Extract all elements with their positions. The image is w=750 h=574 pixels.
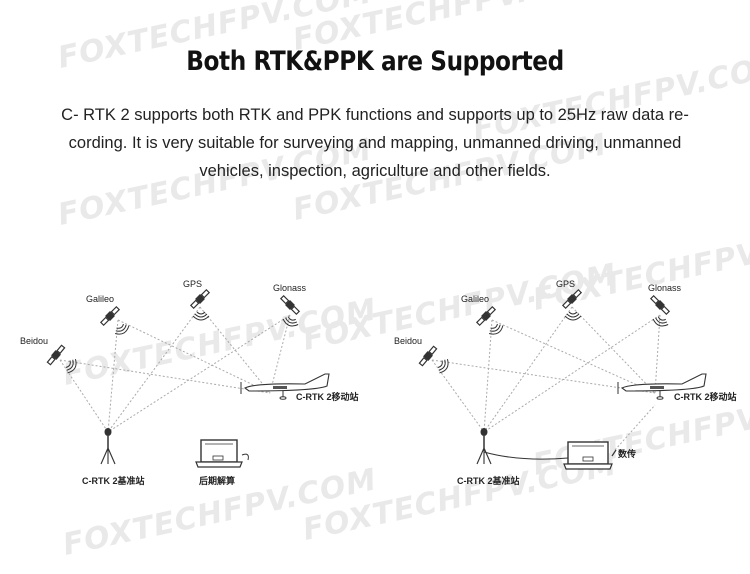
signal-icon — [651, 314, 671, 329]
satellite-icon — [45, 343, 67, 367]
dashed-signal-lines — [59, 306, 291, 433]
data-cable — [483, 451, 569, 460]
signal-icon — [281, 314, 301, 329]
base-label: C-RTK 2基准站 — [457, 475, 520, 486]
rtk-diagram: Beidou Galileo GPS Glonass C-RTK 2移动站 C-… — [394, 279, 737, 486]
laptop-icon — [195, 439, 249, 468]
base-label: C-RTK 2基准站 — [82, 475, 145, 486]
beidou-label: Beidou — [20, 336, 48, 346]
gps-label: GPS — [556, 279, 575, 289]
glonass-label: Glonass — [273, 283, 307, 293]
headline: Both RTK&PPK are Supported — [186, 46, 564, 77]
signal-icon — [112, 321, 132, 338]
signal-icon — [192, 311, 210, 321]
satellite-icon — [189, 288, 211, 310]
satellite-icon — [649, 294, 671, 316]
galileo-label: Galileo — [461, 294, 489, 304]
satellite-icon — [99, 305, 121, 327]
signal-icon — [63, 356, 80, 376]
gps-label: GPS — [183, 279, 202, 289]
signal-icon — [486, 321, 506, 338]
base-station-icon — [476, 427, 492, 465]
datalink-label: 数传 — [618, 448, 636, 459]
galileo-label: Galileo — [86, 294, 114, 304]
satellite-icon — [475, 305, 497, 327]
ppk-diagram: Beidou Galileo GPS Glonass C-RTK 2移动站 C-… — [20, 279, 359, 486]
rover-label: C-RTK 2移动站 — [296, 391, 359, 402]
satellite-icon — [561, 288, 583, 310]
glonass-label: Glonass — [648, 283, 682, 293]
rover-label: C-RTK 2移动站 — [674, 391, 737, 402]
beidou-label: Beidou — [394, 336, 422, 346]
satellite-icon — [279, 294, 301, 316]
description: C- RTK 2 supports both RTK and PPK funct… — [61, 106, 689, 180]
laptop-label: 后期解算 — [199, 475, 235, 486]
signal-icon — [435, 356, 452, 376]
base-station-icon — [100, 427, 116, 465]
dashed-signal-lines — [431, 306, 661, 451]
datalink-box-icon — [563, 441, 617, 470]
